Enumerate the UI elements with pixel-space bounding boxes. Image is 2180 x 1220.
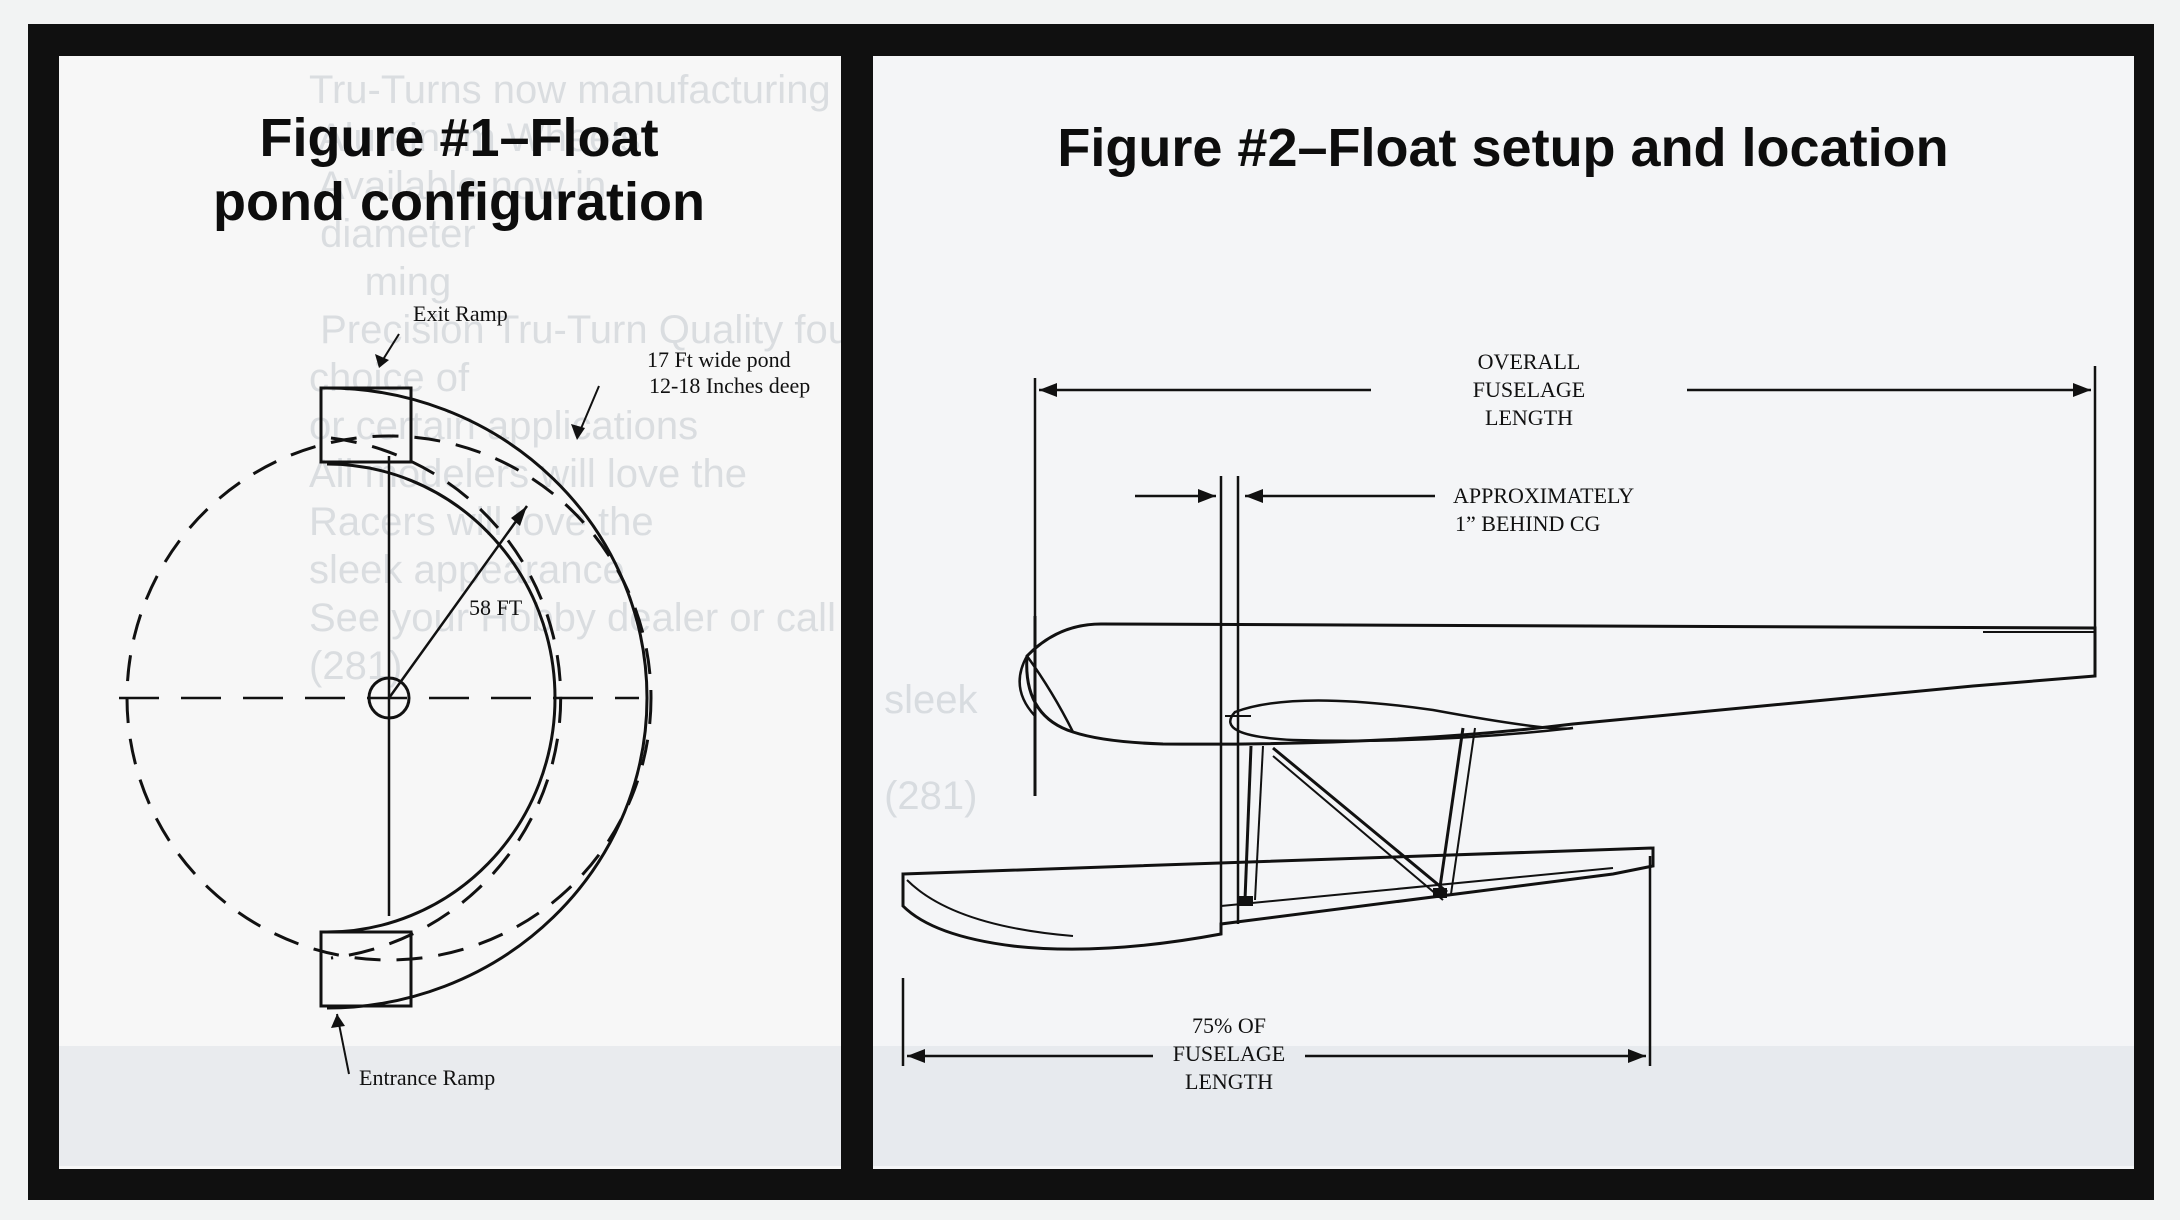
exit-ramp [319,386,413,464]
strut-mount [1239,896,1253,906]
exit-ramp-arrowhead [375,354,389,368]
figure1-title-line2: pond configuration [213,172,705,232]
float-deck-line [1220,867,1614,907]
wing-airfoil [1229,699,1574,743]
float-length-label: 75% OF FUSELAGE LENGTH [1153,1012,1305,1096]
float-length-line3: LENGTH [1185,1069,1273,1094]
front-strut-b [1254,745,1264,901]
entrance-ramp-arrowhead [331,1014,345,1028]
background-bleed-text: Tru-Turns now manufacturing Precision Al… [309,68,841,688]
strut-mount-rear [1433,888,1447,898]
overall-length-line3: LENGTH [1485,405,1573,430]
rear-strut [1437,727,1465,895]
rear-strut-b [1450,727,1476,895]
exit-ramp-label: Exit Ramp [413,301,508,326]
float-arrowhead-left [907,1049,925,1063]
cg-offset-line1: APPROXIMATELY [1453,483,1635,508]
background-band-2 [873,1046,2134,1166]
radius-label: 58 FT [469,595,523,620]
figure1-title-line1: Figure #1–Float [259,108,659,168]
front-strut [1243,745,1253,901]
float-length-line1: 75% OF [1192,1013,1266,1038]
overall-length-label: OVERALL FUSELAGE LENGTH [1371,348,1687,432]
pond-diagram [119,333,653,1075]
entrance-ramp [319,930,413,1008]
figure1-title: Figure #1–Float pond configuration [139,106,779,234]
float-arrowhead-right [1628,1049,1646,1063]
cg-arrowhead-left [1198,489,1216,503]
pond-width-label: 17 Ft wide pond [647,347,791,372]
cg-arrowhead-right [1245,489,1263,503]
entrance-ramp-label: Entrance Ramp [359,1065,496,1090]
float-outline [901,846,1655,951]
diagonal-strut-b [1272,755,1444,901]
overall-length-line1: OVERALL [1477,349,1581,374]
background-band [59,1046,841,1166]
float-length-line2: FUSELAGE [1172,1041,1286,1066]
pond-center-mark [367,676,411,720]
fuselage-outline [1025,622,2097,746]
figure2-title: Figure #2–Float setup and location [1057,118,1949,178]
float-setup-diagram [901,366,2097,1066]
pond-width-arrowhead [571,424,585,440]
overall-length-line2: FUSELAGE [1472,377,1586,402]
float-chine [906,879,1074,937]
radius-arrow [387,505,529,699]
overall-arrowhead-left [1039,383,1057,397]
figure2-panel: sleek (281) Figure #2–Float setup and lo… [873,56,2134,1169]
figure1-panel: Tru-Turns now manufacturing Precision Al… [59,56,841,1169]
nose-cone [1018,655,1036,717]
spinner [1025,655,1075,733]
cg-offset-line2: 1” BEHIND CG [1455,511,1601,536]
diagonal-strut [1272,746,1448,894]
pond-depth-label: 12-18 Inches deep [649,373,811,398]
cg-offset-label: APPROXIMATELY 1” BEHIND CG [1453,482,1634,538]
background-bleed-text-2: sleek (281) [884,678,978,818]
pond-outer-edge [326,386,649,1010]
overall-arrowhead-right [2073,383,2091,397]
radius-arrowhead [511,506,527,526]
